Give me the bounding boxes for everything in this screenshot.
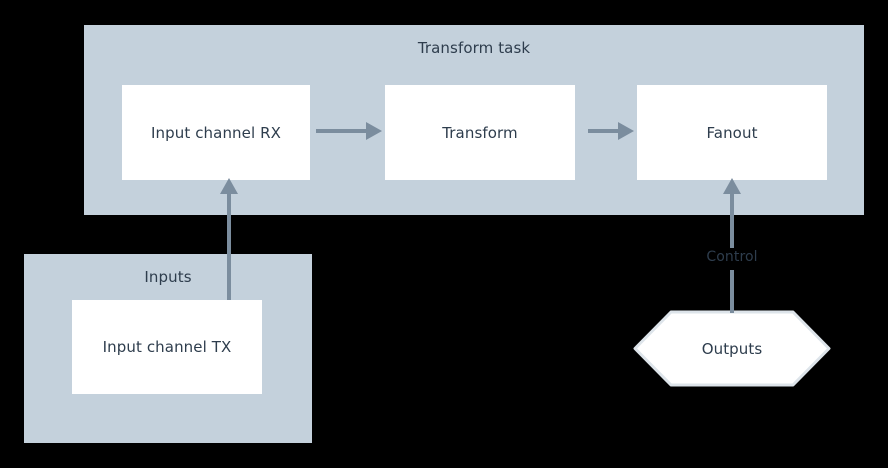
node-outputs-label: Outputs [701, 339, 763, 358]
node-input-channel-rx[interactable]: Input channel RX [122, 85, 310, 180]
group-inputs-label: Inputs [144, 268, 192, 286]
node-input-channel-tx[interactable]: Input channel TX [72, 300, 262, 394]
node-transform-label: Transform [442, 123, 518, 142]
edge-tx-to-rx [220, 178, 238, 300]
hexagon-shape [633, 310, 831, 387]
group-transform-task-label: Transform task [417, 39, 531, 57]
node-fanout-label: Fanout [706, 123, 758, 142]
node-input-channel-tx-label: Input channel TX [102, 338, 232, 356]
node-input-channel-rx-label: Input channel RX [150, 123, 282, 142]
node-fanout[interactable]: Fanout [637, 85, 827, 180]
edge-rx-to-transform [316, 122, 382, 140]
edge-outputs-to-fanout-label: Control [706, 249, 758, 265]
edge-outputs-to-fanout [723, 178, 741, 313]
node-outputs[interactable]: Outputs [633, 310, 831, 387]
edge-transform-to-fanout [588, 122, 634, 140]
node-transform[interactable]: Transform [385, 85, 575, 180]
